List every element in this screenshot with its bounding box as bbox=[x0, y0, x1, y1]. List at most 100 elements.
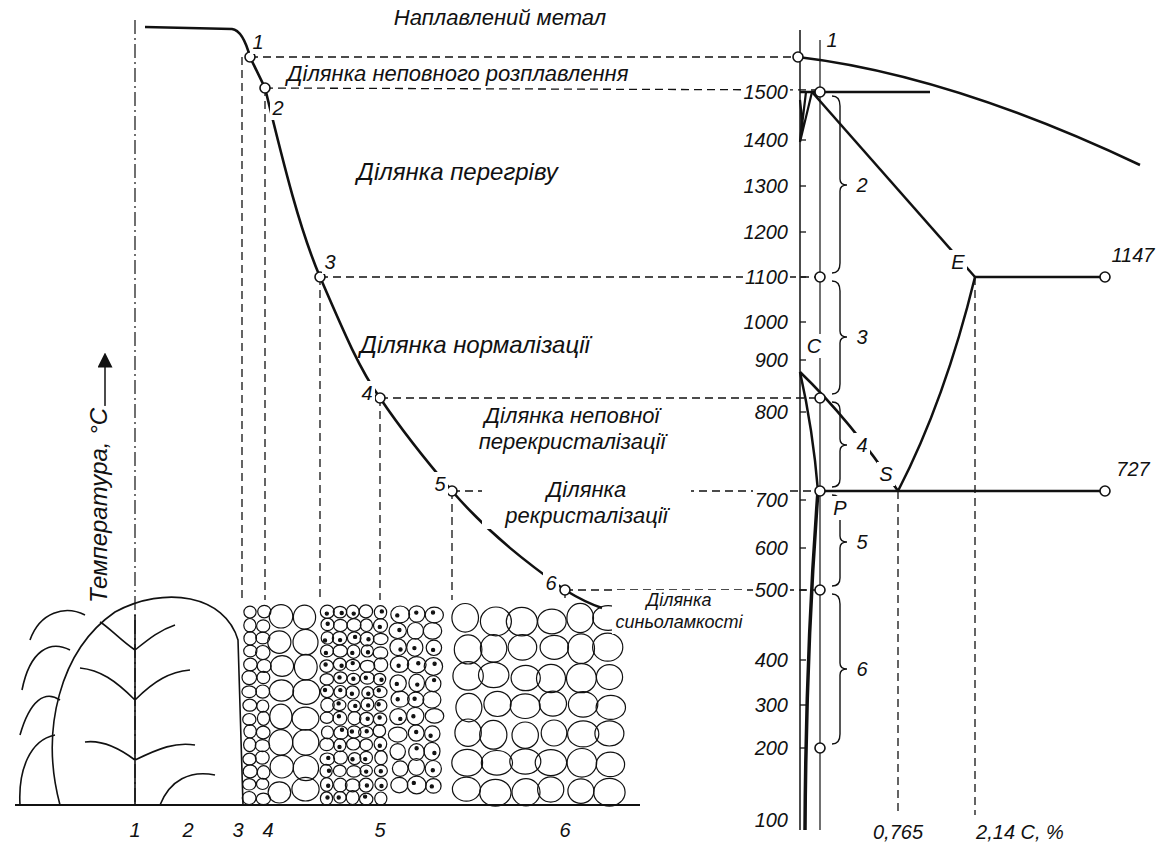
grain bbox=[320, 605, 334, 618]
tick-label: 1100 bbox=[743, 265, 790, 289]
grain bbox=[568, 779, 594, 804]
pearlite-dot bbox=[367, 638, 370, 641]
range-number: 6 bbox=[854, 657, 869, 681]
drawing-stroke bbox=[800, 185, 806, 186]
drawing-stroke bbox=[320, 276, 815, 277]
tick-label: 700 bbox=[753, 488, 790, 512]
pearlite-dot bbox=[380, 610, 383, 613]
grain bbox=[392, 761, 408, 777]
grain bbox=[373, 647, 388, 659]
grain bbox=[270, 755, 293, 778]
grain bbox=[244, 658, 257, 671]
gp-line bbox=[800, 372, 818, 491]
pearlite-dot bbox=[415, 730, 418, 733]
pearlite-dot bbox=[415, 747, 418, 750]
grain bbox=[360, 765, 372, 776]
pearlite-dot bbox=[395, 682, 398, 685]
pearlite-dot bbox=[323, 688, 326, 691]
grain bbox=[348, 700, 361, 712]
grain bbox=[346, 686, 359, 699]
pearlite-dot bbox=[380, 678, 383, 681]
drawing-stroke bbox=[160, 774, 215, 805]
point-number: 5 bbox=[432, 472, 447, 496]
point-number: 1 bbox=[250, 30, 265, 54]
pearlite-dot bbox=[364, 676, 367, 679]
pearlite-dot bbox=[416, 683, 419, 686]
grain bbox=[541, 720, 567, 746]
haz-grains bbox=[242, 603, 626, 806]
grain bbox=[595, 721, 624, 746]
grain bbox=[537, 664, 566, 692]
pearlite-dot bbox=[417, 662, 420, 665]
drawing-stroke bbox=[264, 88, 265, 600]
pearlite-dot bbox=[412, 781, 415, 784]
grain bbox=[359, 727, 374, 739]
grain bbox=[269, 680, 293, 701]
grain bbox=[409, 606, 425, 622]
grain bbox=[361, 645, 373, 657]
pearlite-dot bbox=[366, 651, 369, 654]
zone-number: 1 bbox=[127, 818, 142, 842]
zone-number: 5 bbox=[372, 818, 387, 842]
drawing-stroke bbox=[241, 57, 242, 600]
point-number: 6 bbox=[543, 571, 558, 595]
pearlite-dot bbox=[378, 744, 381, 747]
grain bbox=[568, 721, 599, 747]
grain bbox=[424, 742, 440, 760]
grain bbox=[360, 632, 374, 646]
zone-label: Ділянка неповної перекристалізації bbox=[455, 403, 689, 456]
zone-label: Ділянка перегріву bbox=[355, 158, 560, 187]
grain bbox=[271, 656, 294, 677]
grain bbox=[423, 623, 441, 640]
pearlite-dot bbox=[354, 635, 357, 638]
grain bbox=[321, 778, 333, 792]
drawing-stroke bbox=[800, 411, 806, 412]
grain bbox=[538, 777, 564, 802]
grain bbox=[390, 744, 405, 760]
grain bbox=[480, 720, 507, 749]
pearlite-dot bbox=[337, 702, 340, 705]
drawing-stroke bbox=[897, 491, 898, 815]
grain bbox=[452, 749, 483, 776]
grain bbox=[333, 645, 347, 657]
grain bbox=[456, 693, 482, 721]
axis-title: Температура, °С bbox=[86, 405, 115, 604]
grain bbox=[408, 759, 424, 776]
grain bbox=[347, 645, 360, 658]
grain bbox=[347, 632, 361, 644]
grain bbox=[294, 654, 317, 679]
grain bbox=[375, 792, 387, 805]
grain bbox=[346, 791, 359, 805]
drawing-stroke bbox=[800, 704, 806, 705]
gs-line bbox=[800, 372, 898, 491]
grain bbox=[373, 633, 388, 644]
grain bbox=[269, 730, 293, 756]
drawing-stroke bbox=[800, 231, 806, 232]
pearlite-dot bbox=[396, 698, 399, 701]
grain bbox=[244, 632, 257, 645]
grain bbox=[243, 779, 256, 790]
drawing-stroke bbox=[800, 547, 806, 548]
pearlite-dot bbox=[365, 730, 368, 733]
grain bbox=[510, 694, 540, 719]
tick-label: 600 bbox=[753, 536, 790, 560]
pearlite-dot bbox=[431, 769, 434, 772]
grain bbox=[360, 712, 374, 726]
drawing-stroke bbox=[560, 585, 570, 595]
pearlite-dot bbox=[399, 648, 402, 651]
pearlite-dot bbox=[352, 612, 355, 615]
drawing-stroke bbox=[800, 359, 806, 360]
grain bbox=[481, 751, 512, 776]
zone-number: 4 bbox=[260, 818, 275, 842]
drawing-stroke bbox=[832, 281, 847, 394]
grain bbox=[243, 753, 256, 765]
drawing-stroke bbox=[447, 486, 457, 496]
grain bbox=[360, 672, 374, 684]
guide-lines bbox=[15, 20, 1140, 830]
grain bbox=[257, 700, 269, 712]
pearlite-dot bbox=[365, 784, 368, 787]
drawing-stroke bbox=[800, 589, 806, 590]
tick-label: 1300 bbox=[742, 174, 791, 198]
grain bbox=[375, 778, 387, 791]
grain bbox=[293, 605, 315, 629]
